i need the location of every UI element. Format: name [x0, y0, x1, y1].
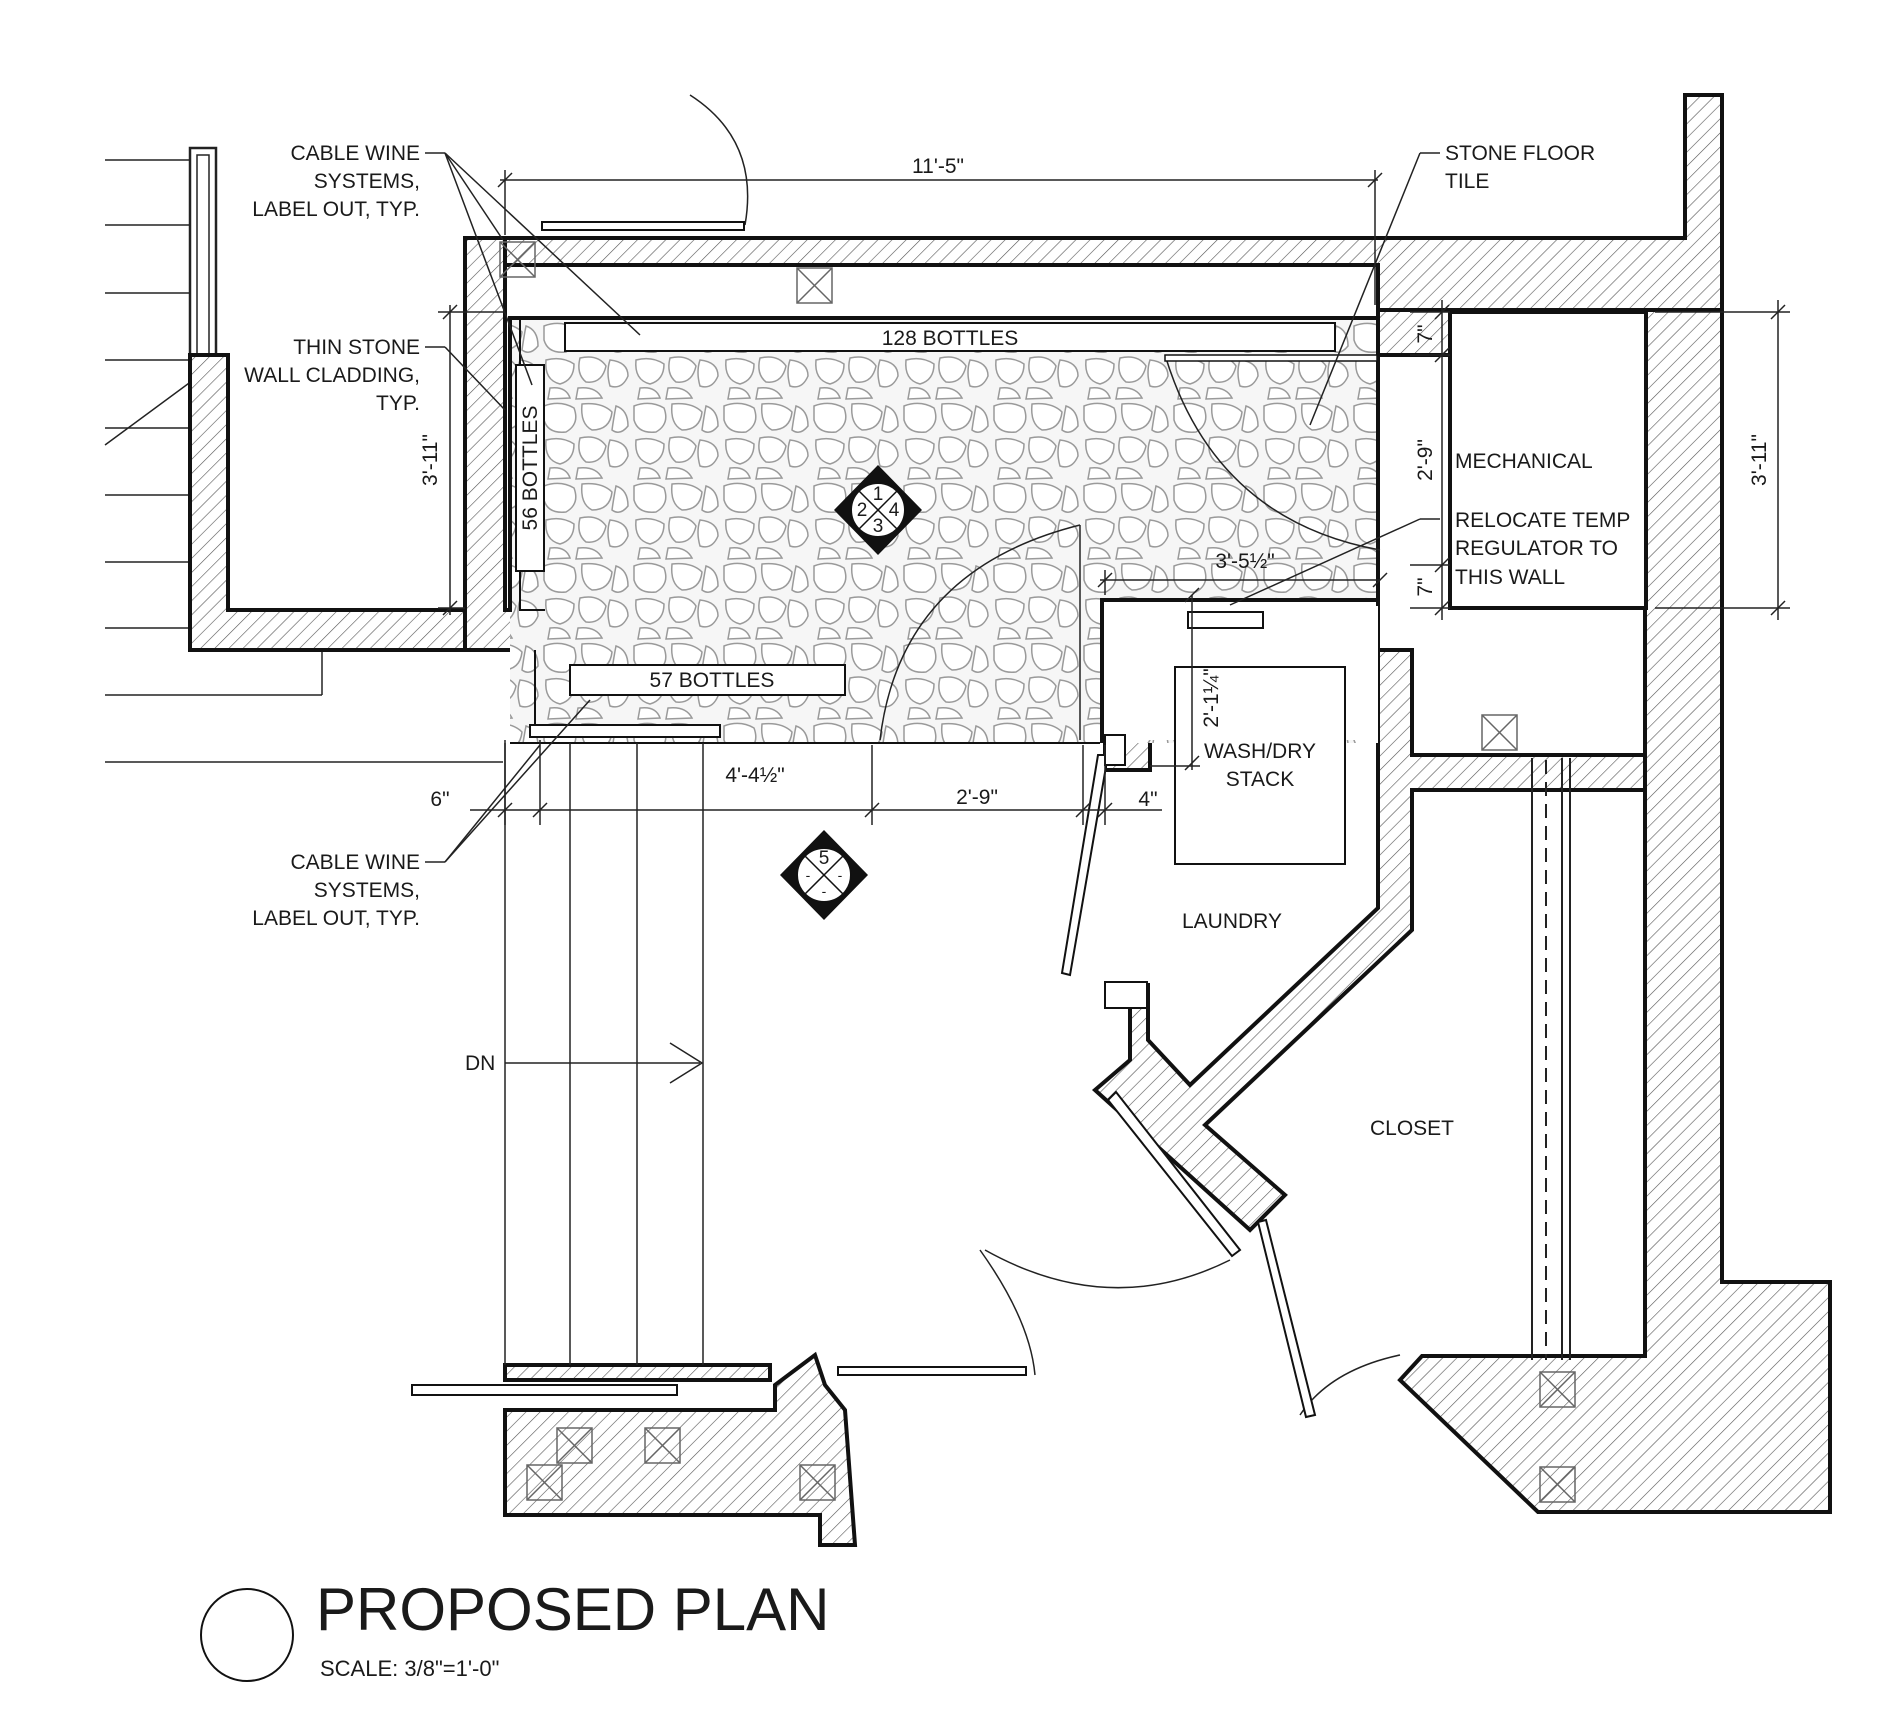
dim-four-four: 4'-4½"	[725, 764, 784, 787]
label-wash-dry: WASH/DRY STACK	[1204, 740, 1316, 791]
bottom-door-leaf	[837, 1366, 1027, 1376]
elev-tag-5: 5	[819, 848, 830, 869]
rack-bottom	[569, 664, 846, 696]
elev-tag-2: 2	[857, 500, 868, 521]
elevation-tag-bottom: 5 - - -	[780, 830, 868, 920]
elevation-tag-top: 1 2 3 4	[834, 465, 922, 555]
wash-dry-stack	[1174, 666, 1346, 865]
label-cladding-2: WALL CLADDING,	[244, 364, 420, 387]
dim-left-height: 3'-11"	[419, 434, 442, 486]
dim-four: 4"	[1138, 788, 1157, 811]
label-cladding-3: TYP.	[376, 392, 420, 415]
label-stone-floor-2: TILE	[1445, 170, 1489, 193]
label-cable-top-1: CABLE WINE	[290, 142, 420, 165]
label-cladding: THIN STONE WALL CLADDING, TYP.	[244, 336, 420, 415]
rack-top	[564, 322, 1336, 352]
title-bubble	[200, 1588, 294, 1682]
closet-door-leaf-a	[1106, 1090, 1242, 1258]
elev-tag-4: 4	[889, 500, 900, 521]
door-swings	[689, 94, 1401, 1416]
ceiling-fixtures	[499, 241, 1576, 1503]
label-cable-top-3: LABEL OUT, TYP.	[252, 198, 420, 221]
label-wash-dry-1: WASH/DRY	[1204, 740, 1316, 763]
mechanical-room	[1448, 310, 1648, 610]
elev-tag-blank-a: -	[806, 867, 811, 883]
rack-left	[515, 364, 545, 572]
mech-door-leaf	[1164, 354, 1378, 362]
elev-tag-1: 1	[873, 484, 884, 505]
label-wash-dry-2: STACK	[1226, 768, 1294, 791]
dim-vert-small: 2'-1¼"	[1200, 668, 1223, 727]
dim-mech-top: 7"	[1414, 324, 1437, 343]
closet-door-leaf-b	[1256, 1218, 1317, 1419]
dim-six: 6"	[430, 788, 449, 811]
label-relocate: RELOCATE TEMP REGULATOR TO THIS WALL	[1455, 509, 1630, 589]
left-railing	[188, 146, 218, 380]
label-relocate-1: RELOCATE TEMP	[1455, 509, 1630, 532]
dim-two-nine: 2'-9"	[956, 786, 998, 809]
stair-treads	[504, 743, 704, 1365]
label-cladding-1: THIN STONE	[293, 336, 420, 359]
rack-top-label: 128 BOTTLES	[882, 327, 1019, 350]
label-relocate-2: REGULATOR TO	[1455, 537, 1618, 560]
label-cable-top: CABLE WINE SYSTEMS, LABEL OUT, TYP.	[252, 142, 420, 221]
closet-shelving	[1531, 758, 1571, 1360]
leader-lines	[425, 152, 1440, 863]
laundry-door-leaf	[1060, 754, 1110, 977]
label-closet: CLOSET	[1370, 1117, 1454, 1140]
label-cable-top-2: SYSTEMS,	[314, 170, 420, 193]
plan-title: PROPOSED PLAN	[316, 1576, 830, 1643]
dimension-lines	[438, 170, 1790, 825]
elev-tag-blank-b: -	[822, 883, 827, 899]
label-stone-floor: STONE FLOOR TILE	[1445, 142, 1595, 193]
label-cable-bottom: CABLE WINE SYSTEMS, LABEL OUT, TYP.	[252, 851, 420, 930]
dim-mech-mid: 2'-9"	[1414, 439, 1437, 481]
label-relocate-3: THIS WALL	[1455, 566, 1565, 589]
top-door-leaf	[541, 221, 745, 231]
label-mechanical: MECHANICAL	[1455, 450, 1593, 473]
label-cable-bottom-1: CABLE WINE	[290, 851, 420, 874]
left-stair-lines	[104, 159, 503, 763]
stair-landing-leaf	[411, 1384, 678, 1396]
label-stone-floor-1: STONE FLOOR	[1445, 142, 1595, 165]
dim-right-height: 3'-11"	[1748, 434, 1771, 486]
dn-label: DN	[465, 1052, 495, 1075]
dim-overall-width: 11'-5"	[912, 155, 964, 178]
dim-inner-width: 3'-5½"	[1215, 550, 1274, 573]
elev-tag-3: 3	[873, 516, 884, 537]
plan-scale: SCALE: 3/8"=1'-0"	[320, 1656, 499, 1681]
dim-mech-bot: 7"	[1414, 577, 1437, 596]
rack-bottom-label: 57 BOTTLES	[650, 669, 775, 692]
label-laundry: LAUNDRY	[1182, 910, 1282, 933]
temp-regulator	[1187, 611, 1264, 629]
elev-tag-blank-c: -	[838, 867, 843, 883]
label-cable-bottom-2: SYSTEMS,	[314, 879, 420, 902]
rack-left-label: 56 BOTTLES	[519, 406, 542, 531]
label-cable-bottom-3: LABEL OUT, TYP.	[252, 907, 420, 930]
